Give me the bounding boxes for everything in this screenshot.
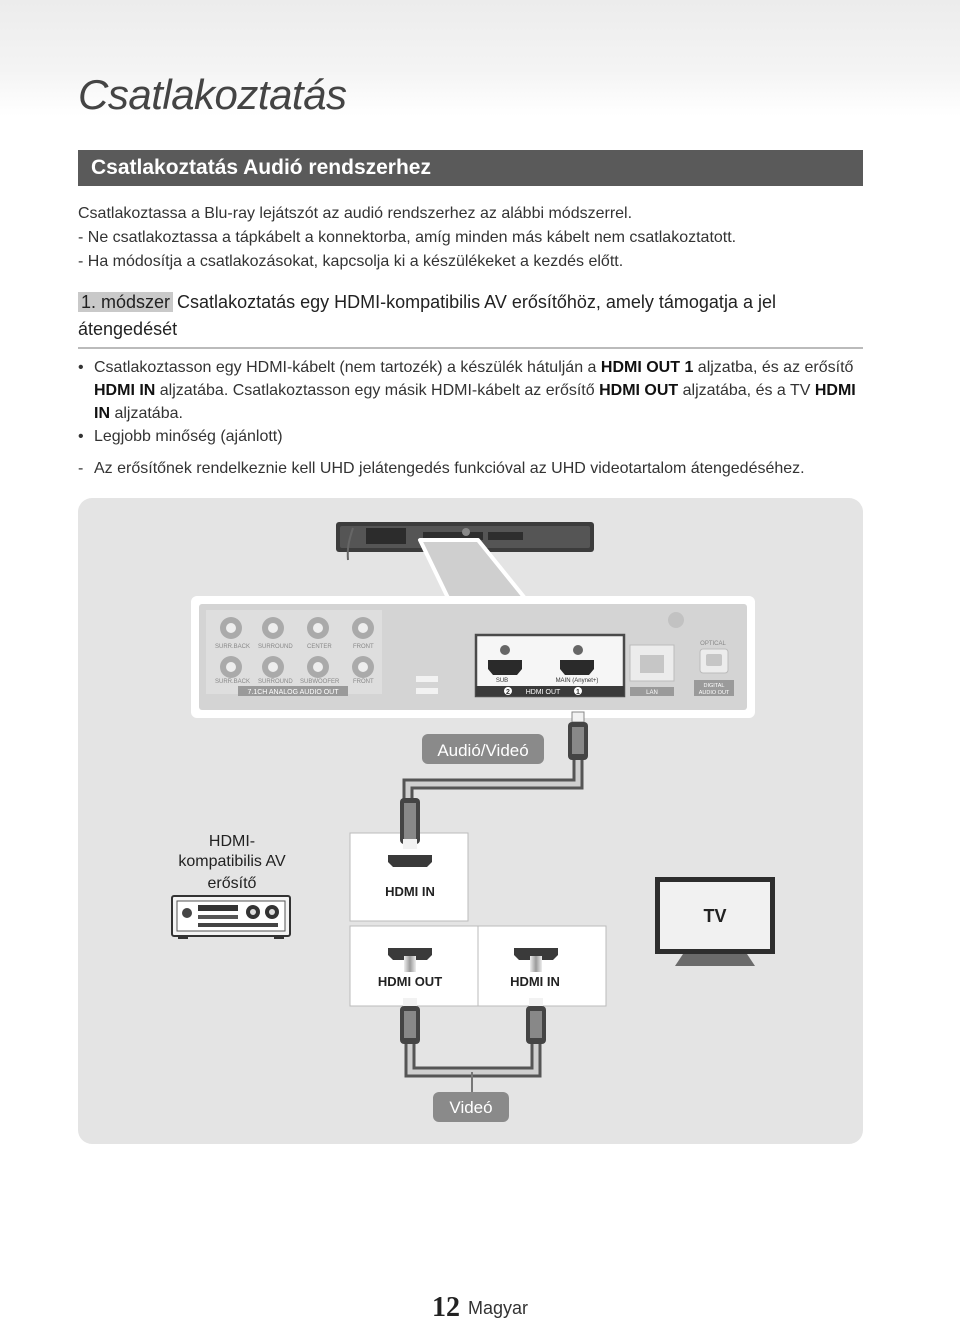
method-tag: 1. módszer: [78, 292, 174, 312]
chapter-title: Csatlakoztatás: [78, 71, 347, 118]
amplifier-label: kompatibilis AV: [178, 853, 286, 870]
intro-warning: - Ne csatlakoztassa a tápkábelt a konnek…: [78, 229, 737, 246]
panel-label: 2: [506, 689, 510, 696]
tv-hdmi-in-box: HDMI IN: [477, 925, 607, 1007]
panel-label: SUB: [496, 678, 508, 684]
panel-label: OPTICAL: [700, 641, 726, 647]
note-item: Az erősítőnek rendelkeznie kell UHD jelá…: [78, 457, 863, 480]
panel-label: CENTER: [307, 644, 332, 650]
panel-label: LAN: [646, 690, 658, 696]
panel-label: SURROUND: [258, 644, 293, 650]
av-amplifier: HDMI- kompatibilis AV erősítő: [171, 833, 291, 939]
language-label: Magyar: [467, 1297, 529, 1318]
panel-label: FRONT: [353, 644, 374, 650]
panel-label: SURR.BACK: [215, 679, 250, 685]
page-footer: 12 Magyar: [0, 1292, 960, 1324]
panel-label: SUBWOOFER: [300, 679, 340, 685]
panel-label: SURR.BACK: [215, 644, 250, 650]
section-title: Csatlakoztatás Audió rendszerhez: [78, 150, 863, 186]
tv-hdmi-in-label: HDMI IN: [510, 974, 560, 989]
connection-diagram: SURR.BACK SURROUND CENTER FRONT SURR.BAC…: [78, 498, 863, 1144]
panel-label: HDMI OUT: [526, 689, 561, 696]
amplifier-hdmi-in-box: HDMI IN: [349, 798, 469, 922]
rear-panel: SURR.BACK SURROUND CENTER FRONT SURR.BAC…: [191, 596, 755, 718]
intro-text: Csatlakoztassa a Blu-ray lejátszót az au…: [78, 202, 868, 274]
page-number: 12: [431, 1292, 460, 1323]
hdmi-cable-audio-video: [402, 711, 588, 808]
amplifier-label: HDMI-: [209, 833, 255, 850]
header-band: [0, 0, 960, 116]
audio-video-label: Audió/Videó: [437, 741, 528, 760]
hdmi-cable-video: [400, 998, 546, 1093]
panel-label: FRONT: [353, 679, 374, 685]
blu-ray-player-rear: [336, 522, 594, 561]
video-label: Videó: [449, 1098, 492, 1117]
panel-label: AUDIO OUT: [699, 690, 730, 696]
intro-line: Csatlakoztassa a Blu-ray lejátszót az au…: [78, 205, 633, 222]
panel-label: 1: [576, 689, 580, 696]
intro-warning: - Ha módosítja a csatlakozásokat, kapcso…: [78, 253, 624, 270]
instructions: Csatlakoztasson egy HDMI-kábelt (nem tar…: [78, 356, 863, 480]
panel-label: MAIN (Anynet+): [556, 678, 599, 684]
bullet-item: Legjobb minőség (ajánlott): [78, 425, 863, 448]
amp-hdmi-in-label: HDMI IN: [385, 884, 435, 899]
panel-label: 7.1CH ANALOG AUDIO OUT: [247, 689, 339, 696]
amplifier-label: erősítő: [208, 875, 257, 892]
bullet-item: Csatlakoztasson egy HDMI-kábelt (nem tar…: [78, 356, 863, 425]
panel-label: SURROUND: [258, 679, 293, 685]
tv-label: TV: [703, 906, 726, 926]
amp-hdmi-out-label: HDMI OUT: [378, 974, 442, 989]
amp-hdmi-out-box: HDMI OUT: [349, 925, 479, 1007]
panel-label: DIGITAL: [704, 683, 725, 689]
television: TV: [655, 877, 775, 966]
method-title: Csatlakoztatás egy HDMI-kompatibilis AV …: [78, 292, 776, 339]
